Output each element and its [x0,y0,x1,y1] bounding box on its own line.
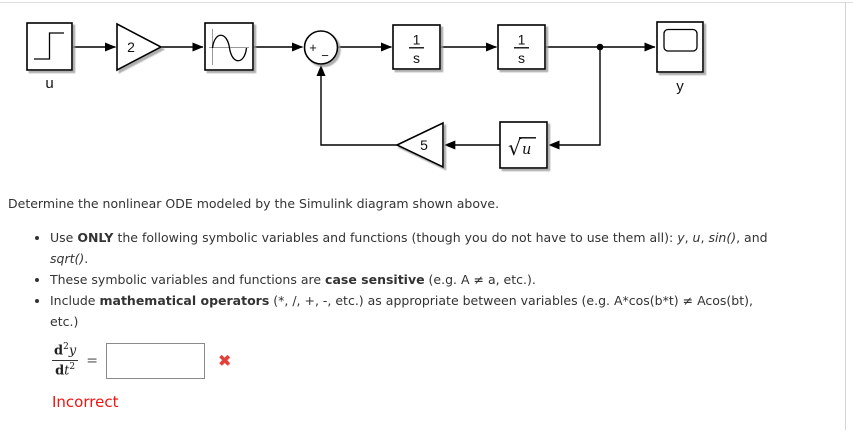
text-segment-italic: sin() [708,230,737,245]
scope-screen-icon [663,28,698,52]
instruction-item-variables: Use ONLY the following symbolic variable… [50,227,828,269]
text-segment-italic: u [692,230,701,245]
text-segment-bold: case sensitive [325,272,425,287]
answer-row: d2y dt2 = ✖ [52,342,853,380]
text-segment: , and [736,230,768,245]
sqrt-body [499,121,548,169]
fraction-denominator: dt2 [52,361,78,379]
text-segment-italic: sqrt() [50,251,85,266]
sum-minus-sign: − [321,48,329,63]
integrator1-numerator: 1 [413,32,421,48]
wire-gain5-to-sum [316,65,397,146]
feedback-gain-block: 5 [395,121,444,169]
question-prompt: Determine the nonlinear ODE modeled by t… [8,196,500,211]
integrator2-denominator: s [518,50,525,66]
exponent: 2 [69,362,76,373]
incorrect-label: Incorrect [52,392,119,411]
sine-function-block [204,22,254,71]
equals-sign: = [86,352,98,369]
text-segment: (*, /, +, -, etc.) as appropriate betwee… [269,293,753,308]
text-segment-italic: y [677,230,685,245]
scope-block: y [656,21,704,95]
integrator1-denominator: s [413,50,420,66]
step-source-label: u [45,75,53,92]
sum-junction: + − [303,30,339,65]
y-variable: y [68,343,77,359]
incorrect-x-icon: ✖ [217,351,232,371]
text-segment: . [84,251,89,266]
gain2-value: 2 [127,39,135,55]
text-segment: etc.) [50,314,79,329]
text-segment: These symbolic variables and functions a… [50,272,326,287]
integrator1-body [392,24,441,70]
sqrt-radical-icon: √ [508,136,522,160]
branch-dot [596,43,604,51]
signal-wires [72,42,656,150]
simulink-diagram: u 2 + − 1 s 1 s y √ [26,21,704,169]
t-variable: t [64,363,70,379]
input-gain-block: 2 [116,22,163,72]
instruction-item-case-sensitive: These symbolic variables and functions a… [50,269,828,290]
gain5-triangle [395,121,444,169]
panel-right-border [845,2,846,430]
text-segment: Use [50,230,78,245]
text-segment-bold: ONLY [77,230,114,245]
panel-top-border [0,2,853,3]
step-signal-icon [34,32,64,60]
gain2-triangle [116,22,163,72]
instruction-item-operators: Include mathematical operators (*, /, +,… [50,290,828,332]
integrator2-body [497,24,546,70]
sum-circle [303,30,339,65]
instruction-list: Use ONLY the following symbolic variable… [0,227,828,332]
integrator1-block: 1 s [392,24,441,70]
sine-wave-icon [211,34,248,62]
d-symbol: d [55,363,65,379]
wire-branch-to-sqrt [548,47,601,150]
text-segment: , [700,230,709,245]
d-symbol: d [54,343,64,359]
lhs-derivative-fraction: d2y dt2 [52,342,79,380]
integrator2-block: 1 s [497,24,546,70]
sum-plus-sign: + [309,40,317,55]
scope-output-label: y [676,78,684,95]
text-segment: the following symbolic variables and fun… [113,230,678,245]
fraction-numerator: d2y [52,342,79,362]
text-segment: Include [50,293,100,308]
step-source-block: u [26,22,73,92]
text-segment: (e.g. A ≠ a, etc.). [424,272,536,287]
sqrt-block: √ u [499,121,548,169]
exponent: 2 [63,342,69,352]
sqrt-argument: u [522,142,531,158]
answer-input[interactable] [105,342,205,379]
text-segment: , [684,230,693,245]
text-segment-bold: mathematical operators [99,293,270,308]
integrator2-numerator: 1 [518,32,526,48]
gain5-value: 5 [420,137,428,153]
